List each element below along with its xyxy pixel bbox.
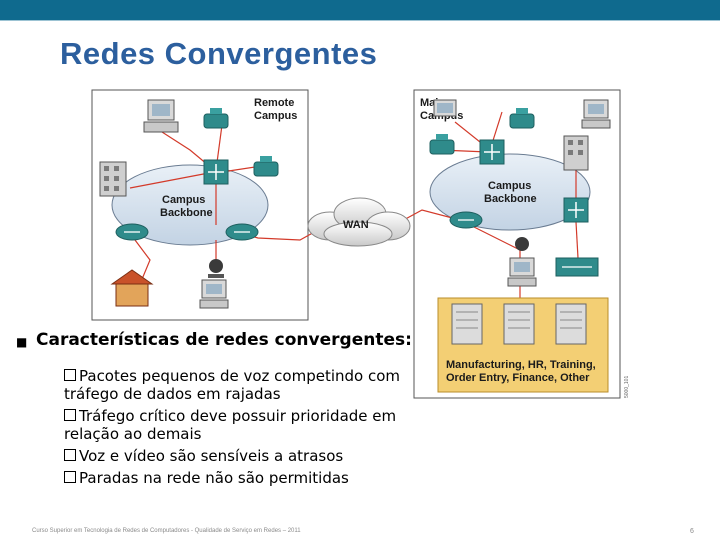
- ip-phone-icon: [509, 108, 535, 129]
- pc-icon: [199, 279, 229, 309]
- ip-phone-icon: [429, 134, 455, 155]
- top-divider: [0, 20, 720, 21]
- checkbox-bullet-icon: [64, 471, 76, 483]
- sub-bullet: Pacotes pequenos de voz competindo com t…: [64, 367, 401, 403]
- main-bullet-text: Características de redes convergentes:: [36, 330, 412, 350]
- home-office-icon: [110, 269, 154, 307]
- server-icon: [555, 303, 587, 345]
- checkbox-bullet-icon: [64, 409, 76, 421]
- switch-icon: [203, 159, 229, 185]
- top-bar: [0, 0, 720, 20]
- checkbox-bullet-icon: [64, 369, 76, 381]
- wan-label: WAN: [343, 219, 369, 231]
- pc-icon: [507, 257, 537, 287]
- ip-phone-icon: [203, 108, 229, 129]
- server-icon: [503, 303, 535, 345]
- page-title: Redes Convergentes: [60, 36, 378, 71]
- building-icon: [99, 161, 127, 197]
- pc-icon: [433, 99, 457, 117]
- multilayer-switch-icon: [555, 257, 599, 277]
- footer-text: Curso Superior em Tecnologia de Redes de…: [32, 528, 301, 534]
- sub-bullet: Paradas na rede não são permitidas: [16, 469, 416, 487]
- remote-campus-frame: [91, 89, 309, 321]
- square-bullet-icon: ■: [16, 335, 28, 349]
- wan-cloud: WAN: [307, 197, 411, 247]
- video-camera-icon: [208, 259, 224, 278]
- switch-icon: [479, 139, 505, 165]
- sub-bullet: Tráfego crítico deve possuir prioridade …: [64, 407, 397, 443]
- router-icon: [115, 223, 149, 241]
- ip-phone-icon: [253, 156, 279, 177]
- pc-icon: [581, 99, 611, 129]
- page-number: 6: [690, 528, 694, 535]
- pc-icon: [143, 99, 179, 133]
- checkbox-bullet-icon: [64, 449, 76, 461]
- figure-code: 5000_101: [624, 376, 630, 398]
- router-icon: [449, 211, 483, 229]
- main-campus-frame: [413, 89, 621, 399]
- right-campus-backbone: [429, 153, 591, 231]
- server-icon: [451, 303, 483, 345]
- main-bullet: ■ Características de redes convergentes:: [16, 330, 416, 351]
- router-icon: [225, 223, 259, 241]
- video-camera-icon: [515, 237, 529, 251]
- left-campus-backbone: [111, 164, 269, 246]
- bullet-list: ■ Características de redes convergentes:…: [16, 330, 416, 487]
- server-applications-label: Manufacturing, HR, Training,Order Entry,…: [446, 359, 596, 384]
- building-icon: [563, 135, 589, 171]
- switch-icon: [563, 197, 589, 223]
- sub-bullet: Voz e vídeo são sensíveis a atrasos: [16, 447, 416, 465]
